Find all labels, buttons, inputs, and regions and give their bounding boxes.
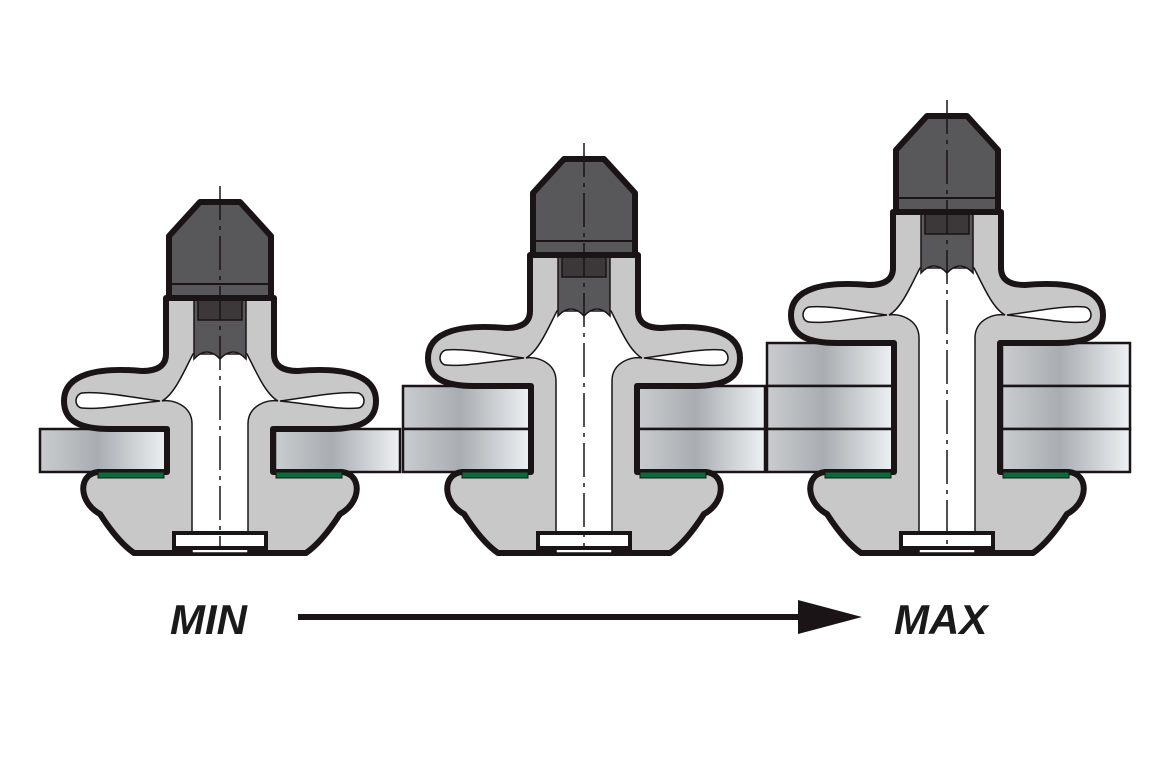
bulb-fold-slot [1006, 305, 1092, 324]
sealing-washer-right [639, 471, 707, 479]
sheet-right [1000, 427, 1132, 474]
sheet-left [765, 341, 895, 388]
sealing-washer-left [824, 471, 892, 479]
arrow-head-icon [798, 600, 862, 634]
bulb-fold-slot [75, 391, 161, 410]
rivets-group [38, 100, 1132, 556]
sheet-left [765, 427, 895, 474]
sealing-washer-left [97, 471, 165, 479]
bulb-fold-slot [643, 348, 729, 367]
max-label: MAX [894, 596, 990, 643]
sheet-right [273, 427, 402, 474]
sheet-right [636, 427, 767, 474]
bulb-fold-slot [439, 348, 525, 367]
sealing-washer-right [275, 471, 343, 479]
sheet-right [1000, 341, 1132, 388]
sealing-washer-right [1002, 471, 1070, 479]
bulb-fold-slot [279, 391, 365, 410]
bulb-fold-slot [802, 305, 888, 324]
sheet-left [401, 427, 532, 474]
rivet-mid-grip [401, 143, 767, 556]
sealing-washer-left [461, 471, 529, 479]
rivet-max-grip [765, 100, 1132, 556]
min-label: MIN [170, 596, 249, 643]
rivet-min-grip [38, 186, 402, 556]
sheet-left [401, 384, 532, 431]
sheet-left [765, 384, 895, 431]
sheet-right [636, 384, 767, 431]
sheet-left [38, 427, 169, 474]
rivet-bore [525, 310, 643, 554]
sheet-right [1000, 384, 1132, 431]
range-arrow [298, 600, 862, 634]
